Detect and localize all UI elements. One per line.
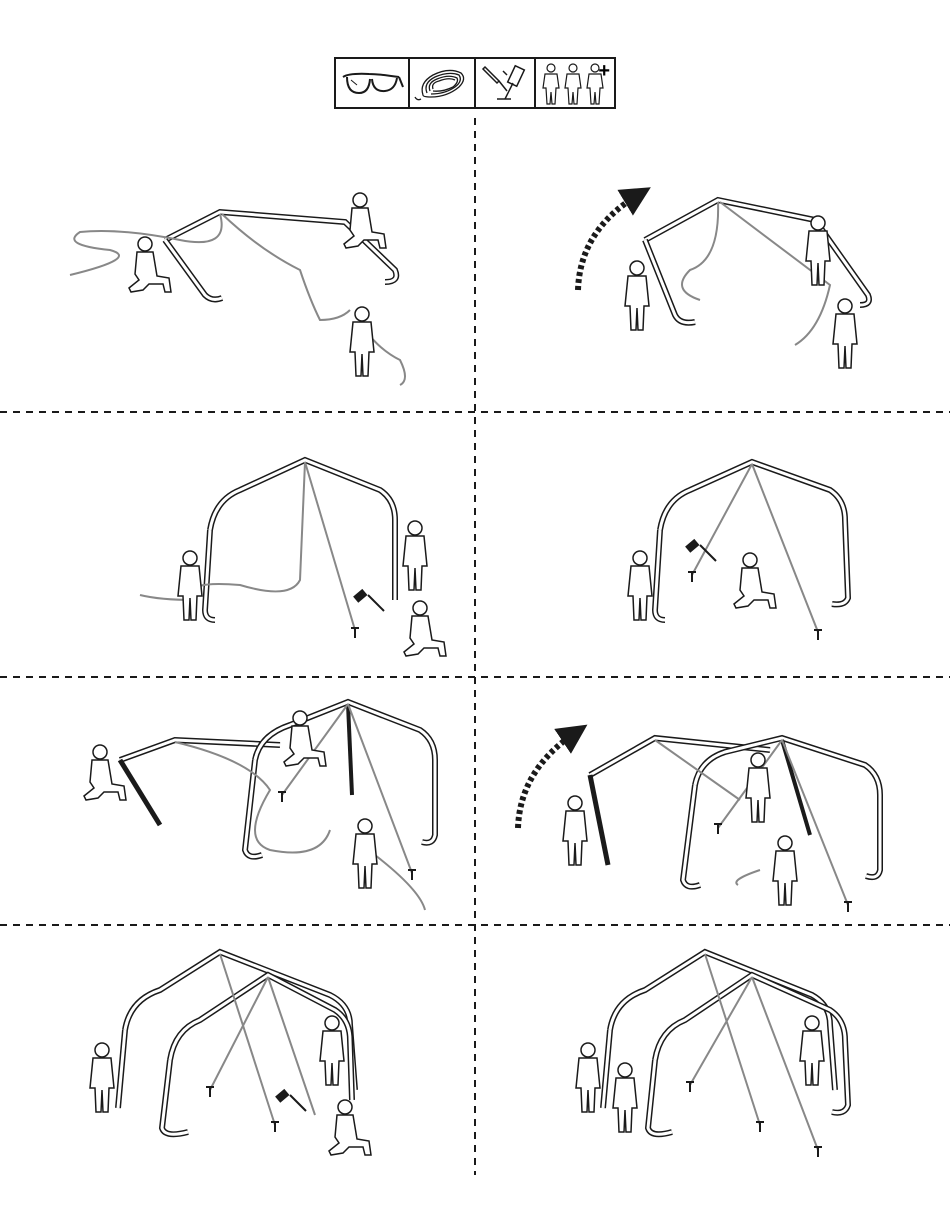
- step-8-illustration: [576, 952, 848, 1157]
- step-3-illustration: [140, 460, 446, 656]
- step-1-illustration: [70, 193, 405, 385]
- step-6-illustration: [518, 733, 880, 912]
- step-4-illustration: [628, 462, 848, 640]
- step-7-illustration: [90, 952, 371, 1155]
- step-2-illustration: [578, 195, 869, 368]
- step-5-illustration: [84, 702, 435, 910]
